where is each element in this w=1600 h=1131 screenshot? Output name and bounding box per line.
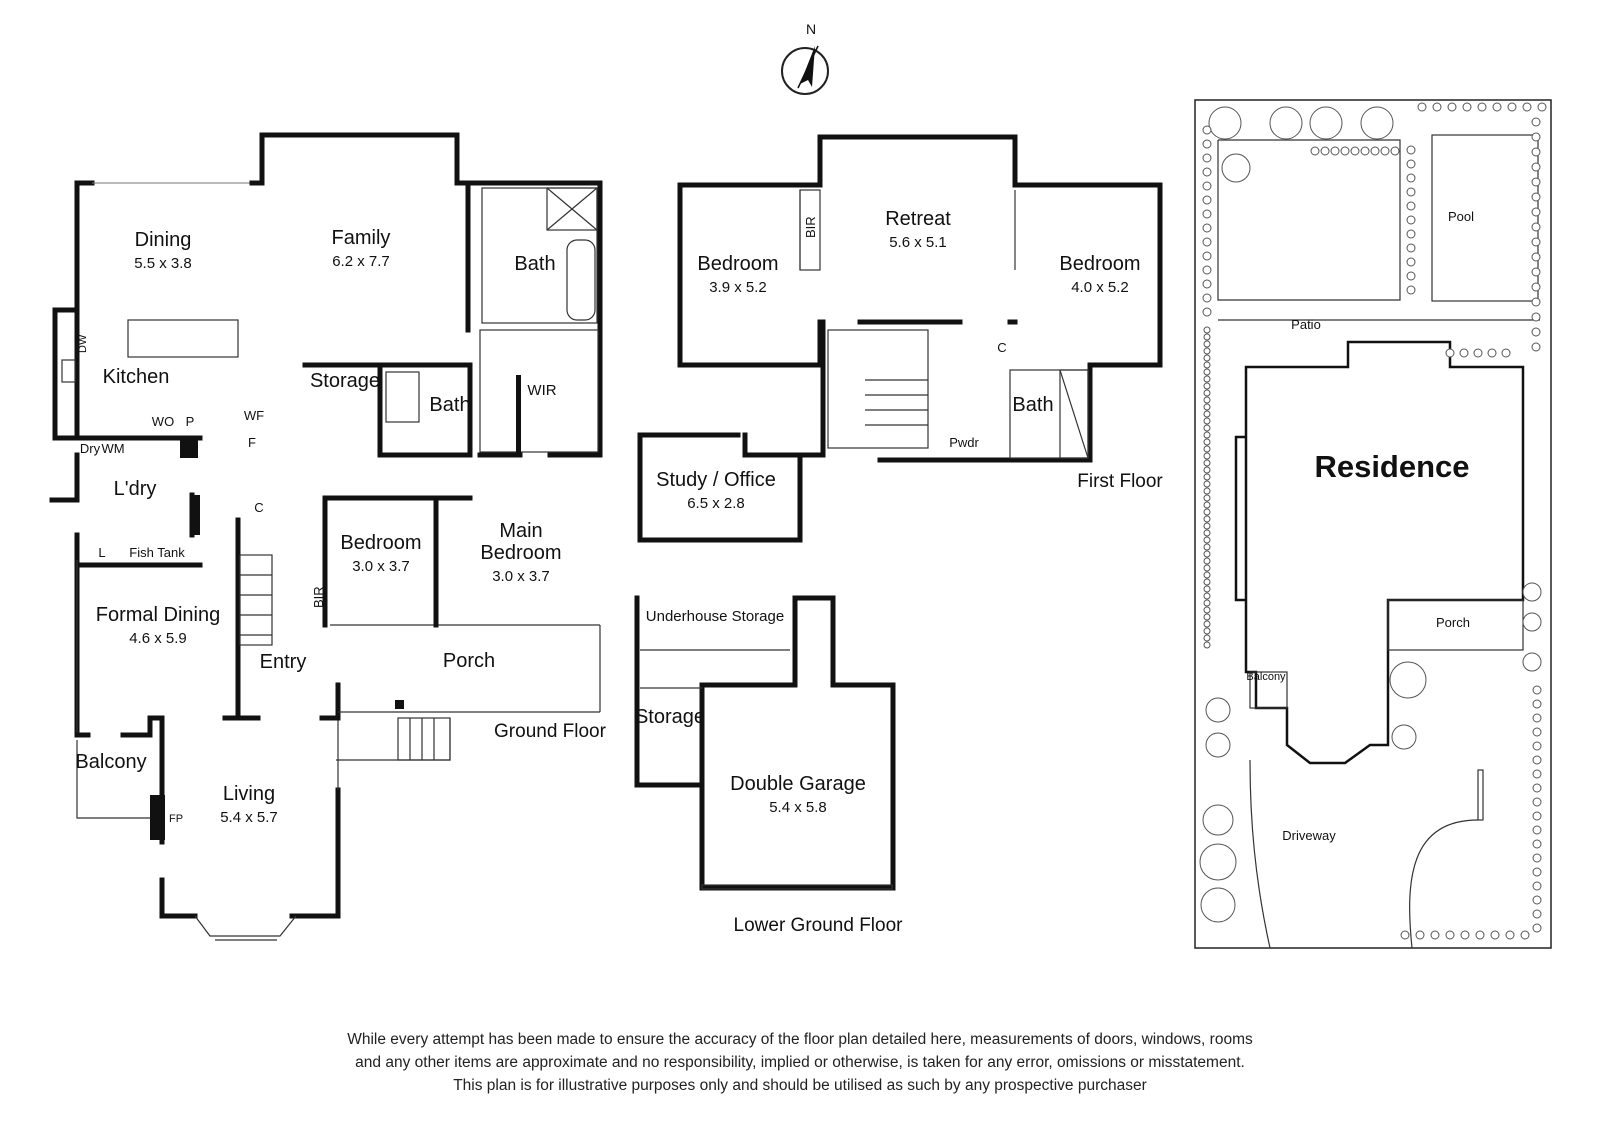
room-wir-label: WIR xyxy=(527,382,556,399)
lower-ground-floor-plan xyxy=(634,595,896,891)
fixture-fireplace-label: FP xyxy=(169,813,183,825)
room-bedroom-west-label: Bedroom xyxy=(697,253,778,275)
fixture-wo-label: WO xyxy=(152,414,174,429)
room-retreat-label: Retreat xyxy=(885,208,951,230)
room-bath-2-label: Bath xyxy=(429,394,470,416)
room-main-bedroom-label-1: Main xyxy=(499,520,542,542)
fixture-wm-label: WM xyxy=(101,441,124,456)
ground-floor-plan xyxy=(49,132,603,941)
room-family-dims: 6.2 x 7.7 xyxy=(332,253,390,270)
room-bath-1-label: Bath xyxy=(514,253,555,275)
room-dining-dims: 5.5 x 3.8 xyxy=(134,255,192,272)
disclaimer-line-3: This plan is for illustrative purposes o… xyxy=(453,1077,1147,1094)
site-plan xyxy=(1194,99,1552,949)
room-storage-label: Storage xyxy=(310,370,380,392)
room-bedroom-east-label: Bedroom xyxy=(1059,253,1140,275)
room-living-dims: 5.4 x 5.7 xyxy=(220,809,278,826)
room-first-bath-label: Bath xyxy=(1012,394,1053,416)
fixture-wf-label: WF xyxy=(244,408,264,423)
room-study-label: Study / Office xyxy=(656,469,776,491)
room-retreat-dims: 5.6 x 5.1 xyxy=(889,234,947,251)
fixture-bir-label: BIR xyxy=(311,586,326,608)
room-underhouse-storage-label: Underhouse Storage xyxy=(646,608,784,625)
room-bedroom-dims: 3.0 x 3.7 xyxy=(352,558,410,575)
ground-floor-title: Ground Floor xyxy=(494,721,607,742)
compass-north-label: N xyxy=(806,21,816,37)
site-residence-label: Residence xyxy=(1314,449,1469,484)
fixture-f-label: F xyxy=(248,435,256,450)
site-driveway-label: Driveway xyxy=(1282,828,1336,843)
disclaimer-text: While every attempt has been made to ens… xyxy=(0,1028,1600,1097)
room-living-label: Living xyxy=(223,783,275,805)
room-bedroom-east-dims: 4.0 x 5.2 xyxy=(1071,279,1129,296)
fixture-dry-label: Dry xyxy=(80,441,101,456)
north-compass-icon xyxy=(781,45,829,95)
fixture-pantry-label: P xyxy=(186,414,195,429)
room-family-label: Family xyxy=(332,227,391,249)
room-balcony-label: Balcony xyxy=(75,751,146,773)
site-pool-label: Pool xyxy=(1448,209,1474,224)
lower-ground-floor-title: Lower Ground Floor xyxy=(734,915,904,936)
room-formal-dining-label: Formal Dining xyxy=(96,604,220,626)
disclaimer-line-2: and any other items are approximate and … xyxy=(355,1054,1245,1071)
first-floor-c-label: C xyxy=(997,340,1006,355)
fixture-dw-label: DW xyxy=(77,334,89,353)
disclaimer-line-1: While every attempt has been made to ens… xyxy=(347,1031,1253,1048)
room-powder-label: Pwdr xyxy=(949,435,979,450)
fixture-l-label: L xyxy=(98,545,105,560)
site-porch-label: Porch xyxy=(1436,615,1470,630)
room-kitchen-label: Kitchen xyxy=(103,366,170,388)
room-lower-storage-label: Storage xyxy=(635,706,705,728)
first-floor-bir-label: BIR xyxy=(803,216,818,238)
room-bedroom-west-dims: 3.9 x 5.2 xyxy=(709,279,767,296)
fixture-fish-tank-label: Fish Tank xyxy=(129,545,185,560)
first-floor-plan xyxy=(637,134,1163,543)
site-patio-label: Patio xyxy=(1291,317,1321,332)
fixture-c-label: C xyxy=(254,500,263,515)
room-entry-label: Entry xyxy=(260,651,307,673)
room-study-dims: 6.5 x 2.8 xyxy=(687,495,745,512)
site-trees-icon xyxy=(1199,102,1547,940)
room-garage-dims: 5.4 x 5.8 xyxy=(769,799,827,816)
room-main-bedroom-label-2: Bedroom xyxy=(480,542,561,564)
site-balcony-label: Balcony xyxy=(1246,671,1286,683)
room-formal-dining-dims: 4.6 x 5.9 xyxy=(129,630,187,647)
room-garage-label: Double Garage xyxy=(730,773,866,795)
room-dining-label: Dining xyxy=(135,229,192,251)
room-laundry-label: L'dry xyxy=(114,478,157,500)
room-bedroom-label: Bedroom xyxy=(340,532,421,554)
room-main-bedroom-dims: 3.0 x 3.7 xyxy=(492,568,550,585)
first-floor-title: First Floor xyxy=(1077,471,1163,492)
room-porch-label: Porch xyxy=(443,650,495,672)
